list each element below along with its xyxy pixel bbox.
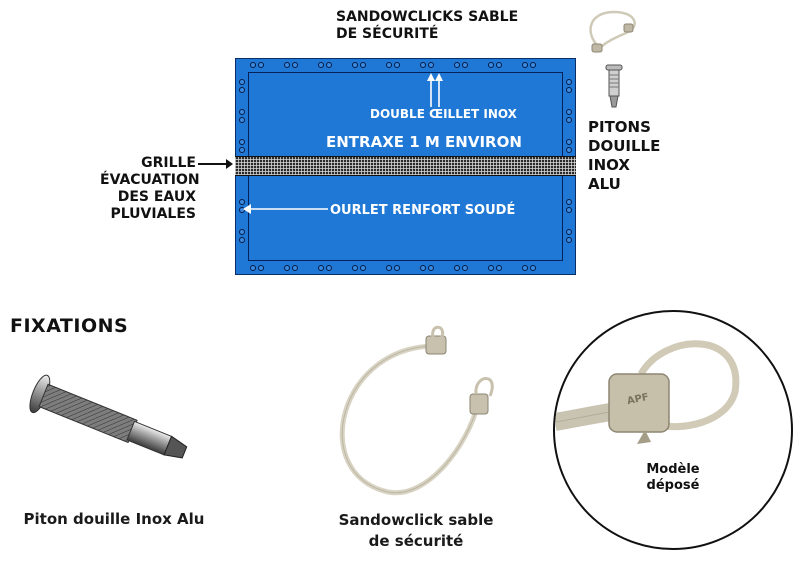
eyelet: [250, 265, 256, 271]
eyelet: [454, 62, 460, 68]
grille-label-line2: ÉVACUATION: [100, 172, 200, 188]
detail-caption: Modèle déposé: [613, 462, 733, 494]
eyelet: [292, 62, 298, 68]
eyelet: [352, 62, 358, 68]
eyelet: [454, 265, 460, 271]
detail-clip-image: [555, 340, 740, 444]
sandowclicks-label-line2: DE SÉCURITÉ: [336, 26, 439, 42]
eyelet: [566, 199, 572, 205]
detail-zoom-circle: APF Modèle déposé: [553, 310, 793, 550]
eyelet: [318, 62, 324, 68]
eyelet: [239, 117, 245, 123]
eyelet: [239, 199, 245, 205]
sandowclicks-label: SANDOWCLICKS SABLE DE SÉCURITÉ: [336, 9, 518, 43]
entraxe-label: ENTRAXE 1 M ENVIRON: [326, 133, 522, 151]
eyelet: [496, 265, 502, 271]
ourlet-arrow: [243, 204, 328, 214]
sandowclick-small-image: [589, 10, 636, 53]
eyelet: [318, 265, 324, 271]
oeillet-arrows: [427, 73, 443, 107]
eyelet: [352, 265, 358, 271]
ourlet-label: OURLET RENFORT SOUDÉ: [330, 203, 516, 218]
grille-arrow: [198, 159, 233, 169]
sandowclicks-label-line1: SANDOWCLICKS SABLE: [336, 9, 519, 25]
eyelet: [258, 265, 264, 271]
eyelet: [386, 62, 392, 68]
eyelet: [496, 62, 502, 68]
detail-caption-line1: Modèle: [646, 462, 700, 477]
eyelet: [488, 62, 494, 68]
eyelet: [239, 139, 245, 145]
eyelet: [522, 62, 528, 68]
grille-label: GRILLE ÉVACUATION DES EAUX PLUVIALES: [100, 155, 200, 223]
piton-caption: Piton douille Inox Alu: [23, 510, 205, 528]
eyelet: [394, 62, 400, 68]
piton-small-image: [605, 64, 623, 108]
eyelet: [566, 139, 572, 145]
eyelet: [462, 265, 468, 271]
pitons-label-line3: INOX: [588, 156, 630, 174]
eyelet: [530, 265, 536, 271]
grille-label-line1: GRILLE: [141, 155, 196, 171]
eyelet: [566, 147, 572, 153]
eyelet: [566, 207, 572, 213]
eyelet: [284, 265, 290, 271]
detail-caption-line2: déposé: [646, 478, 700, 493]
eyelet: [566, 117, 572, 123]
eyelet: [462, 62, 468, 68]
eyelet: [420, 265, 426, 271]
pitons-label: PITONS DOUILLE INOX ALU: [588, 118, 660, 194]
eyelet: [386, 265, 392, 271]
section-title: FIXATIONS: [10, 315, 129, 337]
eyelet: [284, 62, 290, 68]
grille-evacuation: [235, 156, 576, 176]
eyelet: [326, 62, 332, 68]
pitons-label-line1: PITONS: [588, 118, 651, 136]
eyelet: [292, 265, 298, 271]
eyelet: [488, 265, 494, 271]
eyelet: [428, 265, 434, 271]
eyelet: [530, 62, 536, 68]
pitons-label-line4: ALU: [588, 175, 621, 193]
eyelet: [239, 87, 245, 93]
sandow-caption-line1: Sandowclick sable: [338, 511, 494, 529]
eyelet: [239, 237, 245, 243]
eyelet: [566, 237, 572, 243]
eyelet: [250, 62, 256, 68]
grille-label-line4: PLUVIALES: [110, 206, 197, 222]
eyelet: [258, 62, 264, 68]
eyelet: [566, 109, 572, 115]
eyelet: [522, 265, 528, 271]
eyelet: [428, 62, 434, 68]
eyelet: [239, 229, 245, 235]
grille-label-line3: DES EAUX: [117, 189, 196, 205]
double-oeillet-label: DOUBLE ŒILLET INOX: [370, 107, 517, 121]
eyelet: [239, 109, 245, 115]
eyelet: [360, 265, 366, 271]
eyelet: [420, 62, 426, 68]
pitons-label-line2: DOUILLE: [588, 137, 661, 155]
eyelet: [566, 229, 572, 235]
eyelet: [360, 62, 366, 68]
piton-image: [29, 374, 188, 459]
eyelet: [566, 87, 572, 93]
eyelet: [394, 265, 400, 271]
eyelet: [239, 79, 245, 85]
eyelet: [326, 265, 332, 271]
sandowclick-image: [339, 325, 494, 496]
eyelet: [566, 79, 572, 85]
sandow-caption: Sandowclick sable de sécurité: [314, 510, 518, 552]
eyelet: [239, 147, 245, 153]
eyelet: [239, 207, 245, 213]
sandow-caption-line2: de sécurité: [368, 532, 464, 550]
